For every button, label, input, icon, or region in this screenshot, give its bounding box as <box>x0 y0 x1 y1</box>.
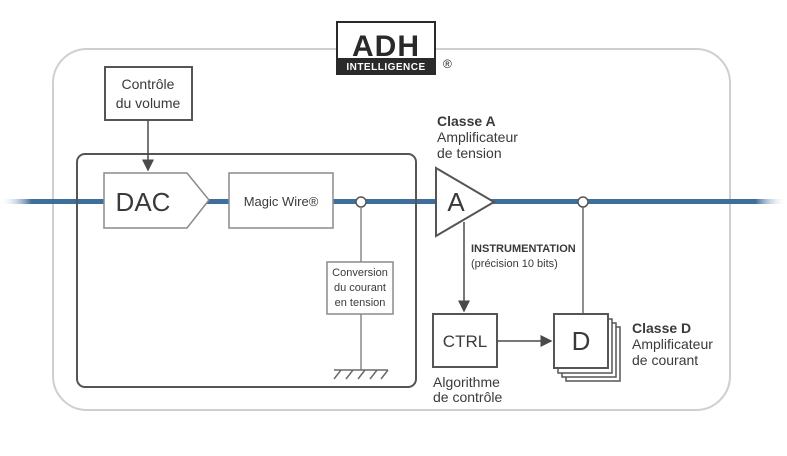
logo-subtitle: INTELLIGENCE <box>346 62 425 73</box>
ctrl-label: CTRL <box>443 332 487 351</box>
class-a-symbol: A <box>447 187 465 217</box>
class-a-title: Classe A <box>437 113 496 129</box>
conversion-block: Conversion du courant en tension <box>326 261 394 315</box>
volume-control-block: Contrôle du volume <box>104 66 193 121</box>
volume-line1: Contrôle <box>122 76 175 92</box>
class-a-line2: de tension <box>437 145 502 161</box>
class-d-amplifier: D <box>553 313 621 382</box>
dac-block: DAC <box>103 172 210 229</box>
logo-text: ADH <box>352 30 420 63</box>
junction-node-1 <box>355 196 367 208</box>
logo-registered-mark: ® <box>443 57 452 71</box>
class-a-amplifier: A <box>435 166 496 238</box>
class-d-symbol: D <box>572 326 591 356</box>
magic-wire-label: Magic Wire® <box>244 194 319 209</box>
ctrl-block: CTRL <box>432 313 498 368</box>
conversion-line2: du courant <box>334 282 386 294</box>
signal-line <box>0 199 787 204</box>
class-d-line2: de courant <box>632 352 698 368</box>
inner-processing-frame <box>76 153 417 388</box>
ground-icon <box>333 369 389 380</box>
class-d-title: Classe D <box>632 320 691 336</box>
instrumentation-precision: (précision 10 bits) <box>471 258 558 270</box>
conversion-line3: en tension <box>335 297 386 309</box>
dac-label: DAC <box>116 187 171 217</box>
class-a-line1: Amplificateur <box>437 129 518 145</box>
instrumentation-label: INSTRUMENTATION <box>471 243 576 255</box>
ctrl-caption-line2: de contrôle <box>433 389 502 405</box>
class-d-line1: Amplificateur <box>632 336 713 352</box>
conversion-line1: Conversion <box>332 267 388 279</box>
ctrl-caption-line1: Algorithme <box>433 374 500 390</box>
junction-node-2 <box>577 196 589 208</box>
adh-logo: ADH INTELLIGENCE ® <box>336 21 452 75</box>
volume-line2: du volume <box>116 95 181 111</box>
magic-wire-block: Magic Wire® <box>228 172 334 229</box>
